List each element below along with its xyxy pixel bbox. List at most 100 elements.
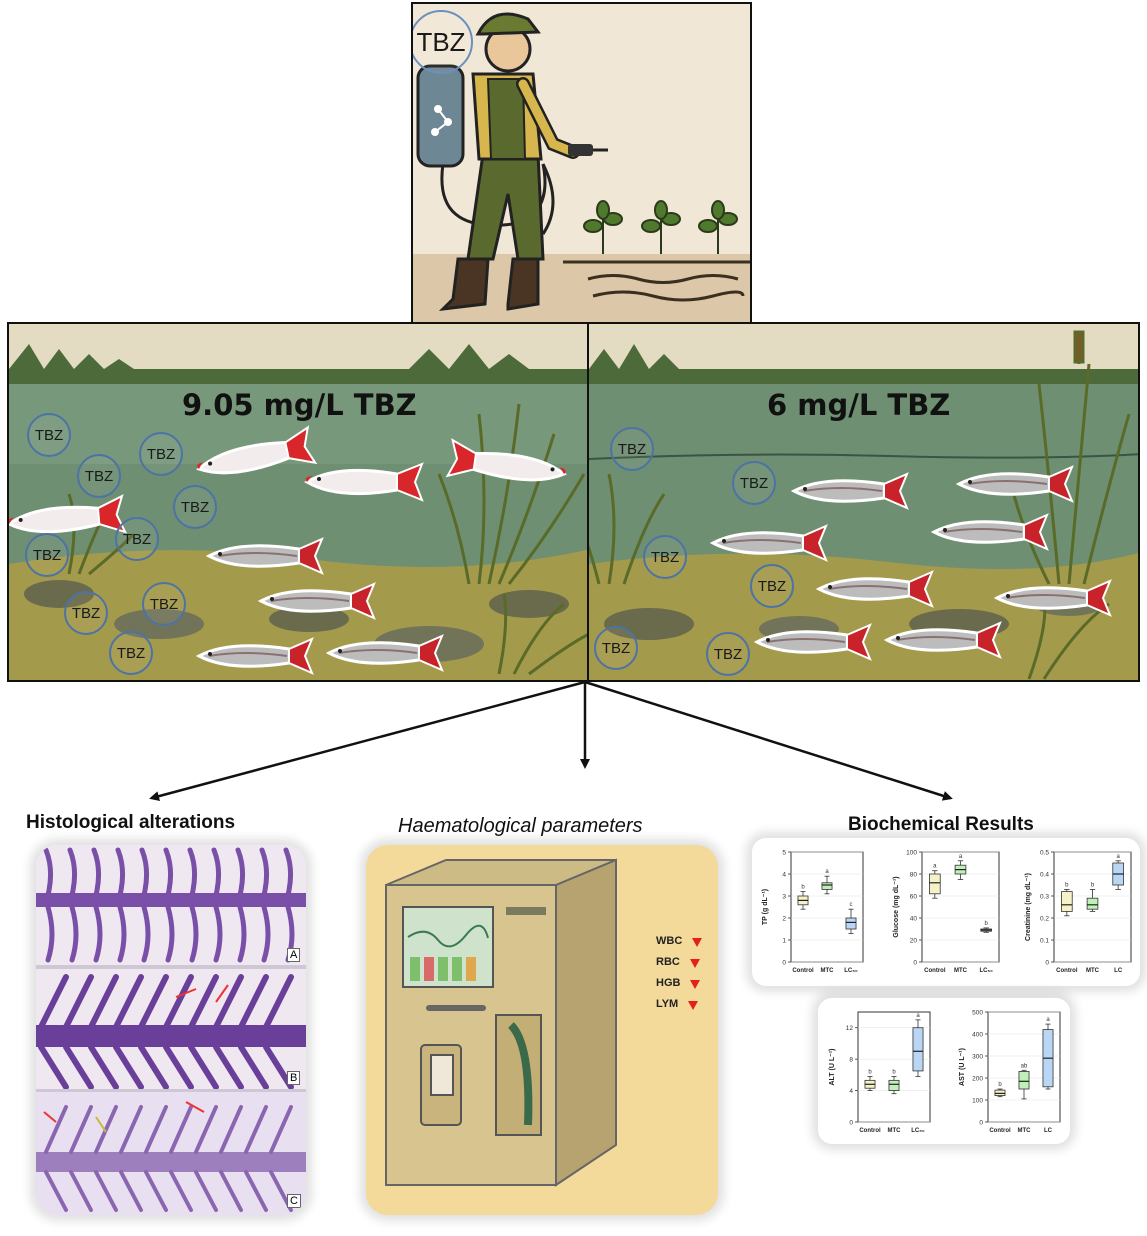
left-concentration-label: 9.05 mg/L TBZ (182, 388, 417, 422)
panel-label-b: B (287, 1071, 301, 1085)
tbz-molecule-marker: TBZ (750, 564, 794, 608)
box (1086, 897, 1099, 910)
significance-letter: b (1065, 882, 1069, 888)
y-tick-label: 2 (782, 916, 786, 923)
y-tick-label: 0.1 (1040, 938, 1049, 945)
y-axis-label: ALT (U L⁻¹) (829, 1049, 836, 1086)
y-tick-label: 0 (782, 960, 786, 967)
tbz-molecule-marker: TBZ (706, 632, 750, 676)
blood-analyzer-icon (385, 858, 617, 1187)
x-tick-label: Control (1056, 968, 1078, 974)
decrease-arrow-icon (692, 938, 703, 947)
significance-letter: a (933, 864, 937, 870)
y-tick-label: 100 (972, 1098, 983, 1105)
box (1018, 1071, 1030, 1090)
decrease-arrow-icon (689, 959, 700, 968)
histology-card: A B C (36, 845, 306, 1215)
tbz-molecule-marker: TBZ (643, 535, 687, 579)
param-wbc: WBC (656, 935, 683, 947)
param-hgb: HGB (656, 977, 681, 989)
y-tick-label: 0.3 (1040, 894, 1049, 901)
box (1061, 891, 1073, 912)
y-tick-label: 5 (782, 850, 786, 857)
tbz-molecule-marker: TBZ (25, 533, 69, 577)
y-tick-label: 400 (972, 1032, 983, 1039)
significance-letter: a (959, 854, 963, 860)
tbz-molecule-marker: TBZ (77, 454, 121, 498)
y-tick-label: 20 (910, 938, 918, 945)
right-fish-school (711, 465, 1112, 661)
farmer-illustration (413, 12, 750, 322)
tbz-molecule-marker: TBZ (139, 432, 183, 476)
haematology-card: WBC RBC HGB LYM (366, 845, 718, 1215)
left-tank-panel: 9.05 mg/L TBZ TBZ TBZ TBZ TBZ TBZ (7, 322, 589, 682)
decrease-arrow-icon (690, 980, 701, 989)
x-tick-label: MTC (1086, 968, 1100, 974)
x-tick-label: MTC (954, 968, 968, 974)
left-tank-scene (9, 324, 587, 680)
y-tick-label: 0 (849, 1120, 853, 1127)
y-tick-label: 0 (979, 1120, 983, 1127)
box (845, 917, 857, 930)
y-tick-label: 40 (910, 916, 918, 923)
farmer-spray-panel: TBZ (411, 2, 752, 324)
y-tick-label: 100 (906, 850, 917, 857)
y-tick-label: 0 (913, 960, 917, 967)
y-axis-label: TP (g dL⁻¹) (762, 889, 769, 925)
box (929, 873, 941, 895)
y-tick-label: 0.5 (1040, 850, 1049, 857)
panel-label-a: A (287, 948, 301, 962)
significance-letter: b (998, 1082, 1002, 1088)
x-tick-label: Control (859, 1128, 881, 1134)
x-tick-label: LC₅₀ (911, 1128, 925, 1134)
y-axis-label: Glucose (mg dL⁻¹) (893, 876, 900, 937)
box (912, 1027, 924, 1072)
right-tank-panel: 6 mg/L TBZ TBZ TBZ TBZ TBZ TBZ TBZ (587, 322, 1140, 682)
significance-letter: a (825, 869, 829, 875)
significance-letter: c (850, 902, 853, 908)
decrease-arrow-icon (688, 1001, 699, 1010)
significance-letter: b (801, 885, 805, 891)
y-tick-label: 0 (1045, 960, 1049, 967)
tbz-molecule-marker: TBZ (173, 485, 217, 529)
x-tick-label: MTC (821, 968, 835, 974)
y-axis-label: Creatinine (mg dL⁻¹) (1025, 873, 1032, 941)
y-tick-label: 4 (849, 1088, 853, 1095)
arrow-to-biochem (584, 680, 953, 801)
y-tick-label: 0.4 (1040, 872, 1049, 879)
y-tick-label: 80 (910, 872, 918, 879)
x-tick-label: MTC (1018, 1128, 1032, 1134)
y-tick-label: 200 (972, 1076, 983, 1083)
significance-letter: b (984, 921, 988, 927)
histology-title: Histological alterations (26, 812, 236, 833)
y-tick-label: 4 (782, 872, 786, 879)
tbz-molecule-marker: TBZ (109, 631, 153, 675)
tbz-molecule-marker: TBZ (64, 591, 108, 635)
x-tick-label: MTC (888, 1128, 902, 1134)
param-rbc: RBC (656, 956, 680, 968)
significance-letter: a (1116, 854, 1120, 860)
y-axis-label: AST (U L⁻¹) (959, 1048, 966, 1086)
x-tick-label: Control (792, 968, 814, 974)
significance-letter: ab (1021, 1063, 1028, 1069)
tbz-molecule-marker: TBZ (142, 582, 186, 626)
x-tick-label: LC₅₀ (979, 968, 993, 974)
right-concentration-label: 6 mg/L TBZ (767, 388, 951, 422)
y-tick-label: 0.2 (1040, 916, 1049, 923)
sprayer-tbz-label: TBZ (413, 10, 473, 74)
gill-micrographs (36, 845, 306, 1215)
x-tick-label: LC₅₀ (844, 968, 858, 974)
haematology-param-list: WBC RBC HGB LYM (656, 931, 703, 1015)
x-tick-label: Control (924, 968, 946, 974)
tbz-molecule-marker: TBZ (594, 626, 638, 670)
significance-letter: b (868, 1069, 872, 1075)
x-tick-label: LC (1044, 1128, 1053, 1134)
tbz-molecule-marker: TBZ (27, 413, 71, 457)
significance-letter: a (916, 1013, 920, 1019)
biochem-title: Biochemical Results (848, 814, 1034, 835)
param-lym: LYM (656, 998, 679, 1010)
box (888, 1079, 900, 1091)
x-tick-label: Control (989, 1128, 1011, 1134)
